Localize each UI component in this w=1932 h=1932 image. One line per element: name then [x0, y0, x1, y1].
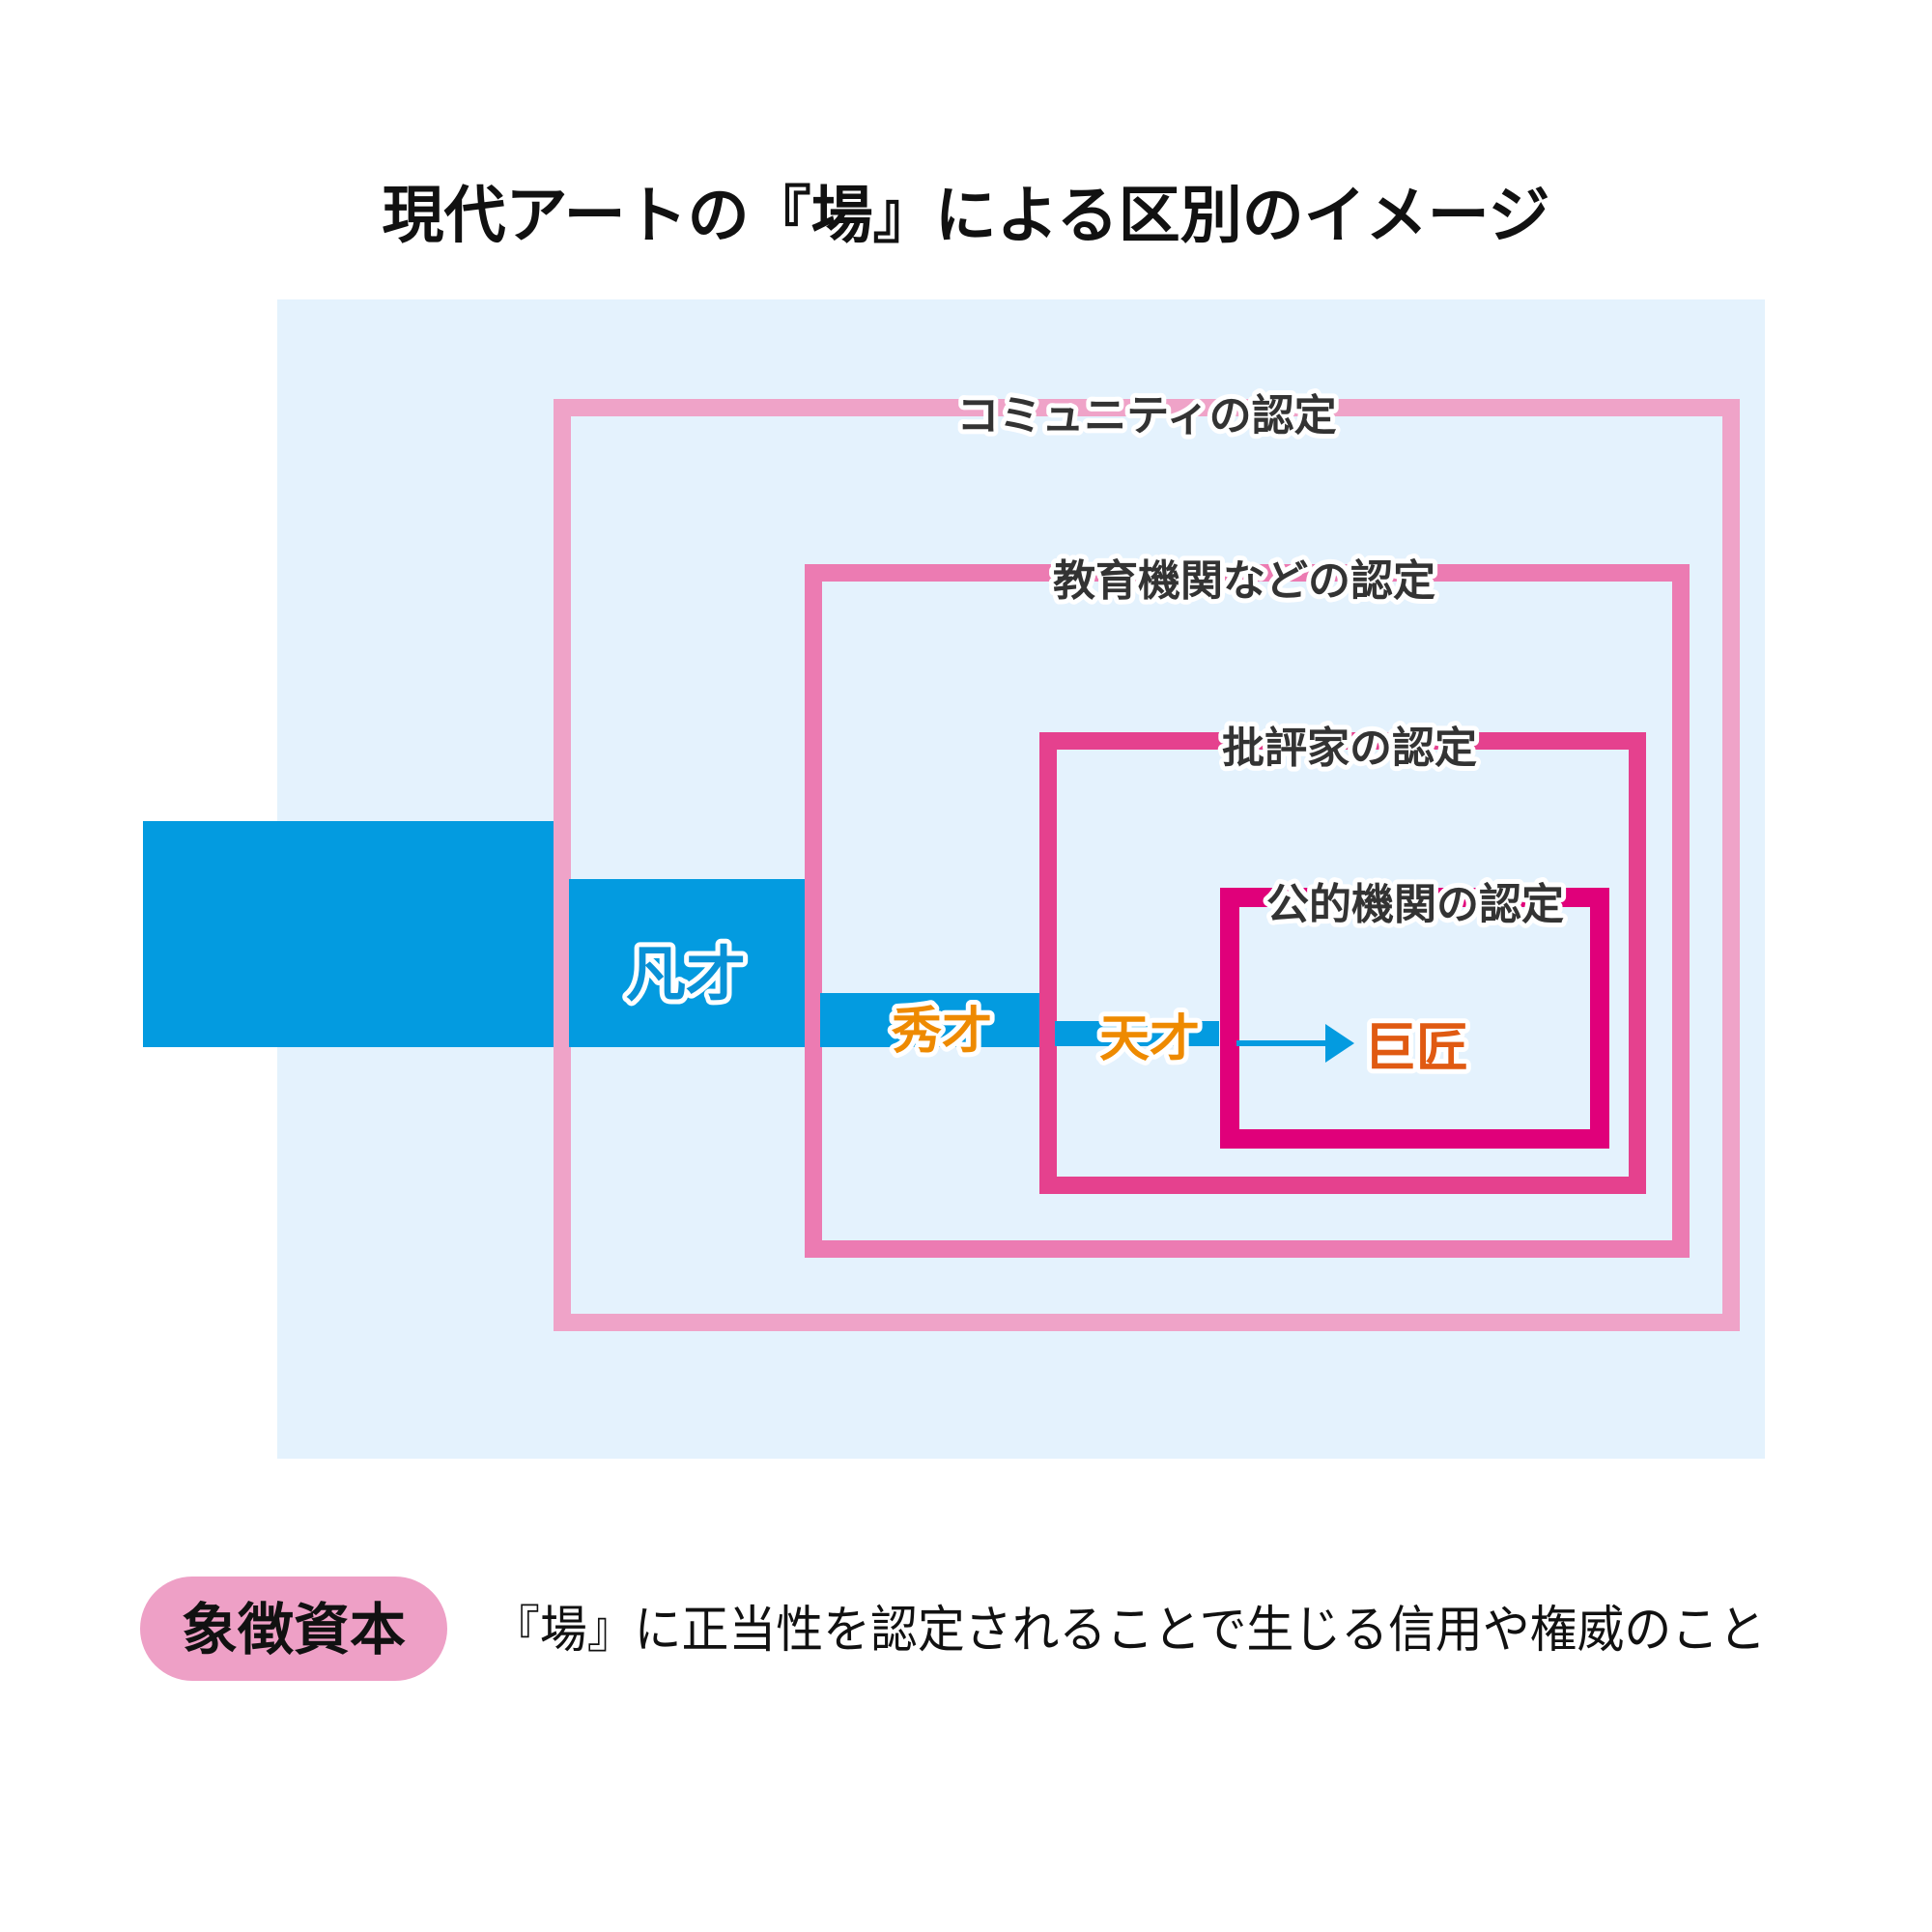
critic-frame-label: 批評家の認定: [1222, 724, 1477, 773]
critic-frame: [1039, 732, 1646, 1194]
flow-arrow-head: [1325, 1024, 1354, 1063]
term-pill: [140, 1577, 447, 1681]
tier-label-talent: 秀才: [891, 1003, 992, 1061]
community-frame-label: コミュニティの認定: [956, 391, 1336, 440]
tier-label-genius: 天才: [1099, 1010, 1200, 1068]
education-frame: [805, 564, 1690, 1258]
flow-bar-critic: [1055, 1021, 1219, 1046]
community-frame: [554, 399, 1740, 1331]
tier-label-ordinary: 凡才: [626, 939, 746, 1009]
flow-bar-community: [569, 879, 812, 1047]
definition-text: 『場』に正当性を認定されることで生じる信用や権威のこと: [493, 1602, 1766, 1660]
flow-bar-education: [820, 993, 1047, 1047]
diagram-title: 現代アートの『場』による区別のイメージ: [383, 181, 1550, 252]
flow-bar-outside: [143, 821, 554, 1047]
term-label: 象徴資本: [182, 1597, 406, 1662]
public-frame: [1220, 888, 1609, 1149]
education-frame-label: 教育機関などの認定: [1053, 556, 1435, 606]
tier-label-master: 巨匠: [1364, 1017, 1468, 1078]
public-frame-label: 公的機関の認定: [1266, 880, 1564, 929]
